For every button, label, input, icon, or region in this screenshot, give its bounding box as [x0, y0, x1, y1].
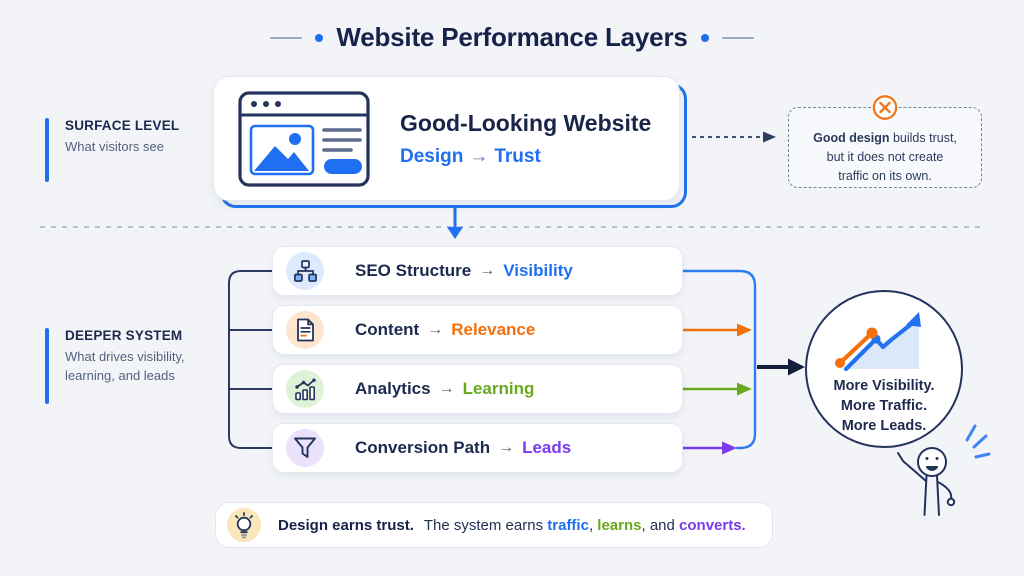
row-result: Leads — [522, 438, 572, 457]
header-left-line — [270, 36, 303, 39]
stick-figure-doodle — [897, 424, 991, 516]
bar-chart-icon — [286, 370, 324, 408]
footer-summary-bar: Design earns trust.The system earns traf… — [215, 502, 773, 548]
row-label: Content — [355, 320, 420, 339]
surface-card-title: Good-Looking Website — [400, 109, 652, 136]
surface-level-heading: SURFACE LEVEL — [65, 118, 180, 133]
header-left-dot — [315, 33, 324, 42]
arrow-glyph: → — [469, 145, 489, 167]
system-row-conversion: Conversion Path → Leads — [272, 423, 683, 473]
system-to-outcome-arrow — [757, 358, 805, 376]
conversion-arrow — [683, 441, 737, 455]
annotation-box: Good design builds trust,but it does not… — [788, 94, 982, 188]
system-row-content: Content → Relevance — [272, 305, 683, 355]
row-result: Visibility — [503, 261, 573, 280]
surface-level-subtext: What visitors see — [65, 139, 164, 154]
cancel-circle-icon — [871, 94, 899, 121]
browser-window-icon — [238, 90, 370, 187]
arrow-glyph: → — [438, 380, 455, 397]
system-row-analytics: Analytics → Learning — [272, 364, 683, 414]
deeper-system-accent-bar — [45, 328, 49, 404]
surface-level-accent-bar — [45, 118, 49, 182]
left-bracket — [228, 270, 273, 449]
sparkle-lines — [965, 424, 991, 459]
footer-text: Design earns trust.The system earns traf… — [278, 516, 746, 534]
header-right-line — [721, 36, 754, 39]
analytics-arrow — [683, 382, 752, 396]
page-header: Website Performance Layers — [0, 22, 1024, 53]
row-label: Conversion Path — [355, 438, 491, 457]
annotation-text: Good design builds trust,but it does not… — [813, 131, 957, 183]
row-result: Relevance — [451, 320, 536, 339]
row-label: SEO Structure — [355, 261, 472, 280]
lightbulb-icon — [227, 508, 261, 542]
funnel-icon — [286, 429, 324, 467]
card-to-annotation-dashed-arrow — [692, 131, 776, 143]
right-bracket — [681, 269, 757, 450]
content-arrow — [683, 323, 752, 337]
growth-chart-icon — [835, 312, 921, 372]
surface-level-label: SURFACE LEVEL What visitors see — [45, 118, 179, 182]
document-icon — [286, 311, 324, 349]
surface-card: Good-Looking Website Design→Trust — [213, 76, 680, 201]
card-to-system-down-arrow — [447, 206, 463, 239]
outcome-circle: More Visibility. More Traffic. More Lead… — [805, 290, 963, 448]
surface-card-subtitle: Design→Trust — [400, 145, 541, 167]
outcome-text: More Visibility. More Traffic. More Lead… — [833, 378, 935, 434]
row-label: Analytics — [355, 379, 431, 398]
sitemap-icon — [286, 252, 324, 290]
arrow-glyph: → — [498, 439, 515, 456]
page-title: Website Performance Layers — [336, 22, 688, 52]
deeper-system-label: DEEPER SYSTEM What drives visibility,lea… — [45, 328, 185, 404]
system-row-seo: SEO Structure → Visibility — [272, 246, 683, 296]
row-result: Learning — [462, 379, 535, 398]
arrow-glyph: → — [427, 321, 444, 338]
deeper-system-subtext: What drives visibility,learning, and lea… — [65, 349, 185, 383]
deeper-system-heading: DEEPER SYSTEM — [65, 328, 183, 343]
header-right-dot — [700, 33, 709, 42]
arrow-glyph: → — [479, 262, 496, 279]
